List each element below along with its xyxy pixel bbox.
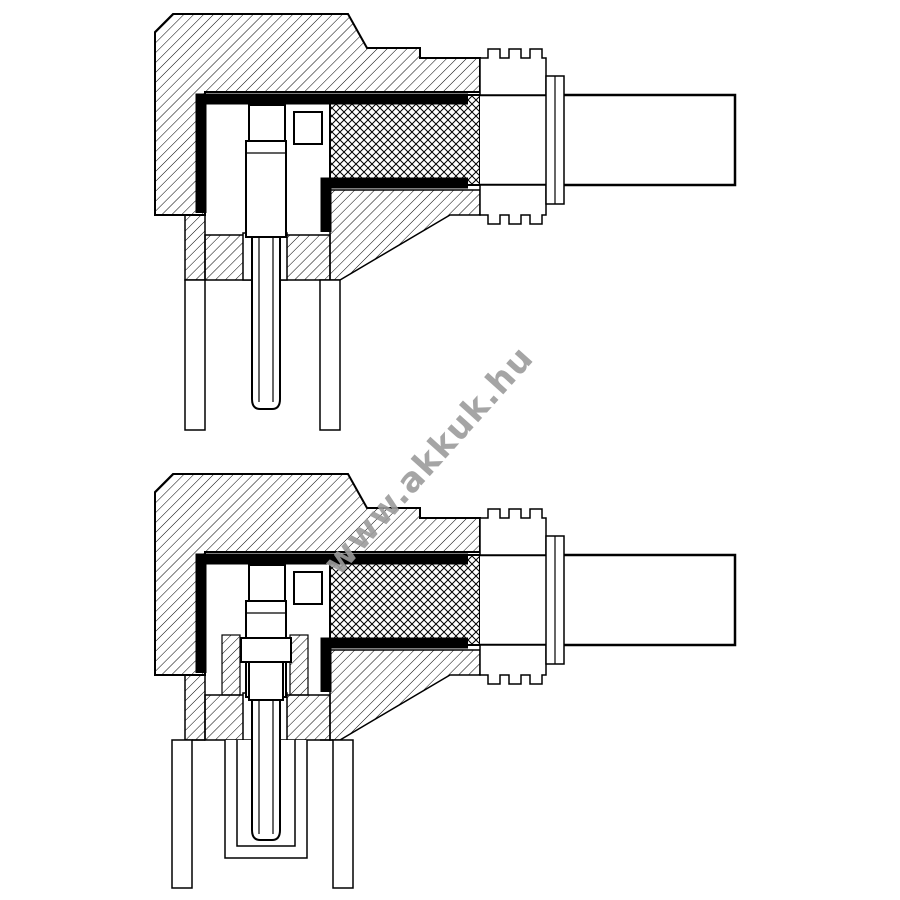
center-pin: [251, 236, 281, 410]
pin-head: [240, 637, 292, 663]
figure-top-connector: [155, 14, 735, 431]
upper-assembly-bottom: [155, 474, 735, 740]
pin-shaft: [248, 661, 284, 701]
skirt-wall-left: [171, 739, 193, 889]
center-pin: [251, 699, 281, 841]
insert-section-left: [221, 634, 241, 696]
insert-section-right: [289, 634, 309, 696]
upper-assembly-top: [155, 14, 735, 280]
figure-bottom-connector: [155, 474, 735, 889]
tube-wall-right: [319, 279, 341, 431]
skirt-wall-right: [332, 739, 354, 889]
tube-wall-left: [184, 279, 206, 431]
